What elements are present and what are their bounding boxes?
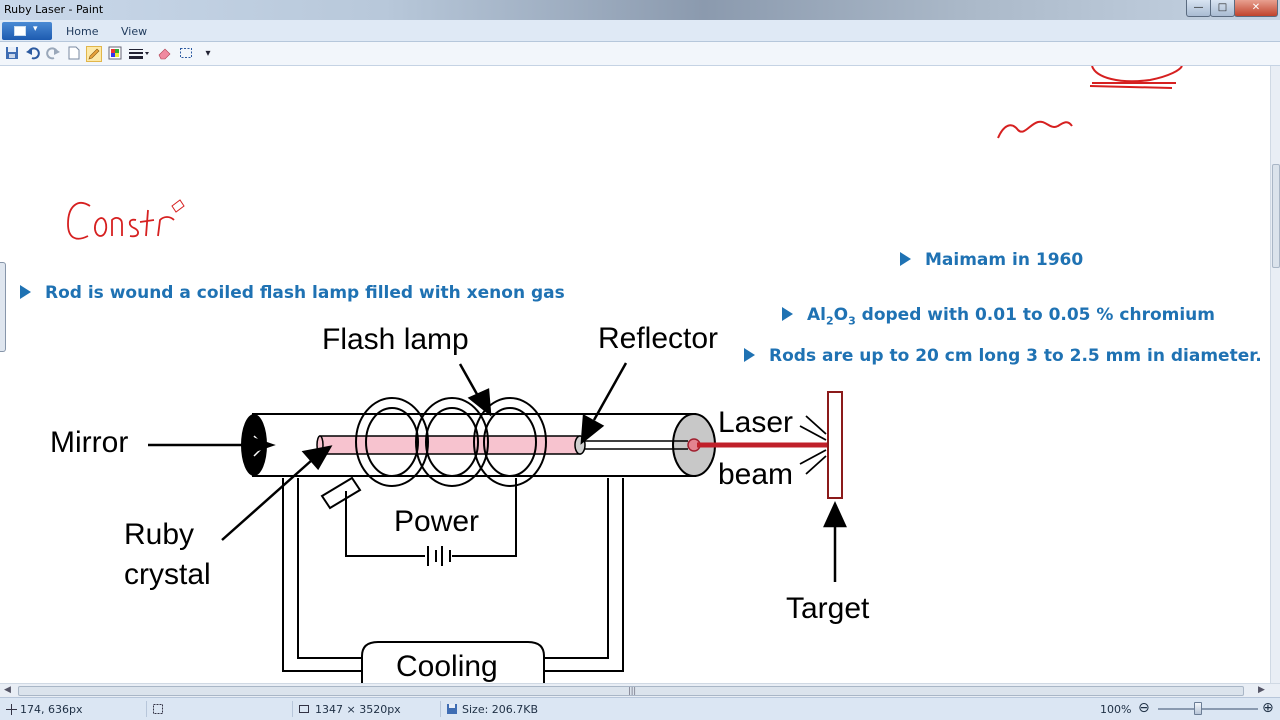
undo-icon [26, 47, 40, 60]
ruby-arrow [301, 445, 333, 471]
zoom-out-icon[interactable]: ⊖ [1138, 700, 1150, 716]
maximize-button[interactable]: □ [1210, 0, 1235, 17]
quick-access-toolbar: ▾ [0, 42, 1280, 66]
side-panel-handle[interactable] [0, 262, 6, 352]
file-size-icon [447, 704, 457, 714]
select-button[interactable] [178, 46, 194, 62]
eraser-button[interactable] [157, 46, 173, 62]
zoom-slider[interactable] [1158, 708, 1258, 710]
canvas-drawing: Flash lamp Reflector Mirror Laser beam R… [50, 66, 1183, 683]
arrow-bullet-icon [900, 252, 911, 266]
label-ruby: Ruby [124, 518, 194, 551]
bullet-dimensions: Rods are up to 20 cm long 3 to 2.5 mm in… [744, 346, 1262, 366]
arrow-bullet-icon [20, 285, 31, 299]
paint-menu-button[interactable]: ▾ [2, 22, 52, 40]
scroll-right-icon[interactable]: ▶ [1258, 685, 1265, 695]
handwriting-constr [67, 199, 185, 240]
select-rectangle-icon [180, 48, 192, 58]
label-flash-lamp: Flash lamp [322, 323, 469, 356]
pencil-tool-button[interactable] [86, 46, 102, 62]
label-crystal: crystal [124, 558, 211, 591]
arrow-bullet-icon [744, 348, 755, 362]
selection-size-icon [153, 704, 163, 714]
cursor-position-icon [6, 704, 17, 715]
line-size-button[interactable] [128, 46, 150, 62]
new-document-icon [68, 46, 80, 60]
zoom-in-icon[interactable]: ⊕ [1262, 700, 1274, 716]
new-button[interactable] [66, 46, 82, 62]
undo-button[interactable] [25, 46, 41, 62]
arrow-bullet-icon [782, 307, 793, 321]
redo-icon [46, 47, 60, 60]
label-cooling: Cooling [396, 650, 498, 683]
bullet-inventor: Maimam in 1960 [900, 250, 1083, 270]
label-power: Power [394, 505, 479, 538]
title-bar[interactable]: Ruby Laser - Paint — □ ✕ [0, 0, 1280, 20]
cursor-position: 174, 636px [20, 703, 83, 716]
save-button[interactable] [4, 46, 20, 62]
minimize-button[interactable]: — [1186, 0, 1211, 17]
horizontal-scrollbar[interactable]: ◀ ||| ▶ [0, 683, 1280, 697]
scroll-grip-icon: ||| [628, 686, 637, 695]
image-size: 1347 × 3520px [315, 703, 401, 716]
ribbon-tab-bar: ▾ Home View [0, 20, 1280, 42]
reflector-arrow [580, 413, 605, 445]
chevron-down-icon: ▾ [33, 24, 38, 34]
close-button[interactable]: ✕ [1234, 0, 1278, 17]
status-bar: 174, 636px 1347 × 3520px Size: 206.7KB 1… [0, 697, 1280, 720]
tab-home[interactable]: Home [66, 25, 99, 38]
flash-lamp-arrow [467, 388, 492, 417]
drawing-canvas[interactable]: Flash lamp Reflector Mirror Laser beam R… [0, 66, 1270, 683]
horizontal-scroll-thumb[interactable] [18, 686, 1244, 696]
tab-view[interactable]: View [121, 25, 148, 38]
save-icon [6, 47, 18, 59]
target-plate [827, 391, 843, 499]
color-button[interactable] [107, 46, 123, 62]
label-beam: beam [718, 458, 793, 491]
bullet-composition: Al2O3 doped with 0.01 to 0.05 % chromium [782, 305, 1215, 327]
pencil-icon [88, 48, 100, 60]
customize-toolbar-button[interactable]: ▾ [205, 48, 211, 59]
flash-lamp-coils [355, 397, 547, 487]
label-reflector: Reflector [598, 322, 718, 355]
file-size: Size: 206.7KB [462, 703, 539, 716]
label-laser: Laser [718, 406, 793, 439]
color-palette-icon [108, 46, 122, 60]
vertical-scroll-thumb[interactable] [1272, 164, 1280, 268]
target-arrow [823, 500, 847, 528]
menu-icon [14, 26, 26, 36]
mirror-arrow [244, 434, 276, 456]
zoom-level: 100% [1100, 703, 1132, 716]
scroll-left-icon[interactable]: ◀ [4, 685, 11, 695]
bullet-flash-lamp: Rod is wound a coiled flash lamp filled … [20, 283, 565, 303]
label-mirror: Mirror [50, 426, 128, 459]
redo-button[interactable] [45, 46, 61, 62]
label-target: Target [786, 592, 870, 625]
cooling-chamber [361, 641, 545, 683]
ruby-rod [319, 435, 581, 455]
eraser-icon [158, 48, 171, 60]
zoom-slider-thumb[interactable] [1194, 702, 1202, 715]
line-size-icon [129, 49, 149, 59]
handwriting-scribble-top [997, 66, 1183, 139]
window-title: Ruby Laser - Paint [4, 3, 104, 16]
image-size-icon [299, 705, 309, 713]
vertical-scrollbar[interactable] [1270, 66, 1280, 683]
ruby-laser-diagram: Flash lamp Reflector Mirror Laser beam R… [50, 322, 870, 683]
